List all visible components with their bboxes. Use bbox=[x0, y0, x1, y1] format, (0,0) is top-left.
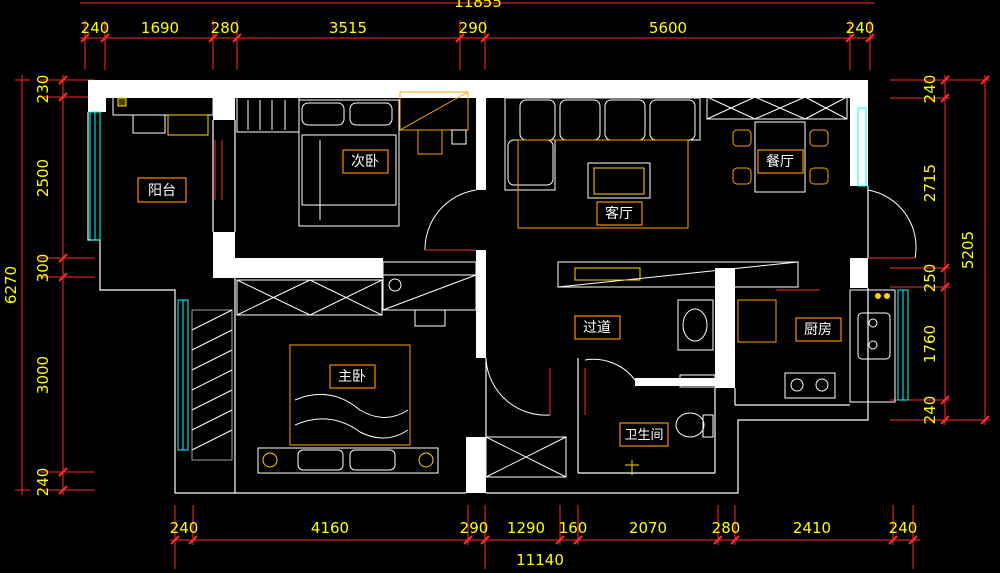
left-dim-3: 300 bbox=[34, 254, 52, 283]
room-label-corridor: 过道 bbox=[583, 320, 611, 336]
corridor-cabinet bbox=[382, 261, 799, 327]
room-labels: 阳台 次卧 客厅 餐厅 过道 厨房 主卧 卫生间 bbox=[137, 149, 842, 447]
bottom-dim-6: 2070 bbox=[629, 519, 667, 537]
left-dim-2: 2500 bbox=[34, 159, 52, 197]
right-dimension-chain bbox=[890, 75, 990, 425]
bathroom-fixtures bbox=[625, 299, 716, 475]
room-label-kitchen: 厨房 bbox=[804, 322, 832, 338]
bottom-dim-5: 160 bbox=[559, 519, 588, 537]
right-dim-3: 250 bbox=[921, 264, 939, 293]
label-balcony: 阳台 bbox=[137, 177, 187, 203]
label-kitchen: 厨房 bbox=[795, 317, 842, 342]
label-dining-room: 餐厅 bbox=[757, 149, 804, 174]
top-dim-5: 290 bbox=[459, 19, 488, 37]
bottom-dim-4: 1290 bbox=[507, 519, 545, 537]
top-dim-2: 1690 bbox=[141, 19, 179, 37]
door-swings bbox=[214, 140, 917, 416]
room-label-living-room: 客厅 bbox=[605, 205, 633, 222]
outline-walls bbox=[87, 112, 869, 494]
label-bathroom: 卫生间 bbox=[619, 422, 669, 447]
right-dim-5: 240 bbox=[921, 396, 939, 425]
left-total-dimension: 6270 bbox=[2, 266, 20, 304]
right-total-dimension: 5205 bbox=[959, 231, 977, 269]
top-dim-6: 5600 bbox=[649, 19, 687, 37]
bottom-dim-3: 290 bbox=[460, 519, 489, 537]
left-dim-5: 240 bbox=[34, 468, 52, 497]
room-label-balcony: 阳台 bbox=[148, 183, 176, 199]
bottom-total-dimension: 11140 bbox=[516, 551, 564, 569]
bottom-dim-8: 2410 bbox=[793, 519, 831, 537]
left-dimension-chain bbox=[15, 75, 95, 495]
label-living-room: 客厅 bbox=[596, 201, 643, 226]
top-dimension-chain bbox=[80, 2, 875, 70]
kitchen-fixtures bbox=[737, 289, 896, 403]
top-dim-3: 280 bbox=[211, 19, 240, 37]
room-label-bathroom: 卫生间 bbox=[624, 428, 663, 443]
label-second-bedroom: 次卧 bbox=[342, 149, 389, 174]
room-label-master-bedroom: 主卧 bbox=[338, 369, 366, 385]
top-dim-4: 3515 bbox=[329, 19, 367, 37]
right-dim-4: 1760 bbox=[921, 325, 939, 363]
top-dim-7: 240 bbox=[846, 19, 875, 37]
room-label-dining-room: 餐厅 bbox=[766, 154, 794, 170]
walls bbox=[88, 80, 868, 493]
right-dim-1: 240 bbox=[921, 75, 939, 104]
right-dim-2: 2715 bbox=[921, 164, 939, 202]
bottom-dim-9: 240 bbox=[889, 519, 918, 537]
living-room-furniture bbox=[504, 97, 701, 229]
balcony-fixtures bbox=[112, 94, 214, 136]
windows bbox=[89, 107, 909, 451]
bottom-dim-7: 280 bbox=[712, 519, 741, 537]
top-dim-1: 240 bbox=[81, 19, 110, 37]
top-total-dimension: 11855 bbox=[454, 0, 502, 11]
bottom-dim-1: 240 bbox=[170, 519, 199, 537]
second-bedroom-furniture bbox=[236, 91, 469, 227]
master-bedroom-furniture bbox=[191, 279, 567, 478]
left-dim-1: 230 bbox=[34, 75, 52, 104]
label-master-bedroom: 主卧 bbox=[329, 364, 376, 389]
left-dim-4: 3000 bbox=[34, 356, 52, 394]
bottom-dimension-chain bbox=[170, 505, 920, 569]
room-label-second-bedroom: 次卧 bbox=[351, 154, 379, 170]
dining-room-furniture bbox=[706, 96, 848, 193]
bottom-dim-2: 4160 bbox=[311, 519, 349, 537]
label-corridor: 过道 bbox=[574, 315, 621, 340]
